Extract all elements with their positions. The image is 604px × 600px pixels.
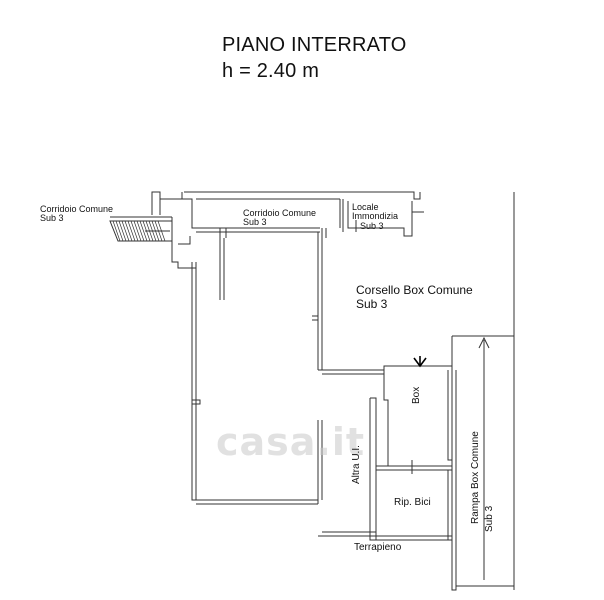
top-corridor-label: Corridoio Comune xyxy=(243,208,317,218)
locale-label-2: Immondizia xyxy=(352,211,399,221)
terrapieno-label: Terrapieno xyxy=(354,542,402,553)
rampa-label: Rampa Box Comune xyxy=(470,431,481,524)
stairs-corridor-sub: Sub 3 xyxy=(40,213,64,223)
ceiling-height: h = 2.40 m xyxy=(222,60,320,82)
plan-title: PIANO INTERRATO xyxy=(222,34,407,56)
altra-ui-label: Altra U.I. xyxy=(351,445,362,484)
rampa-sub: Sub 3 xyxy=(484,505,495,532)
box-label: Box xyxy=(411,386,422,404)
locale-label: Locale xyxy=(352,202,379,212)
rip-bici-label: Rip. Bici xyxy=(394,497,431,508)
watermark: casa.it xyxy=(216,420,366,464)
top-corridor-sub: Sub 3 xyxy=(243,217,267,227)
stairs-corridor-label: Corridoio Comune xyxy=(40,204,114,214)
stair-treads xyxy=(112,220,166,242)
corsello-sub: Sub 3 xyxy=(356,297,388,311)
corsello-label: Corsello Box Comune xyxy=(356,283,473,297)
locale-sub: Sub 3 xyxy=(360,221,384,231)
